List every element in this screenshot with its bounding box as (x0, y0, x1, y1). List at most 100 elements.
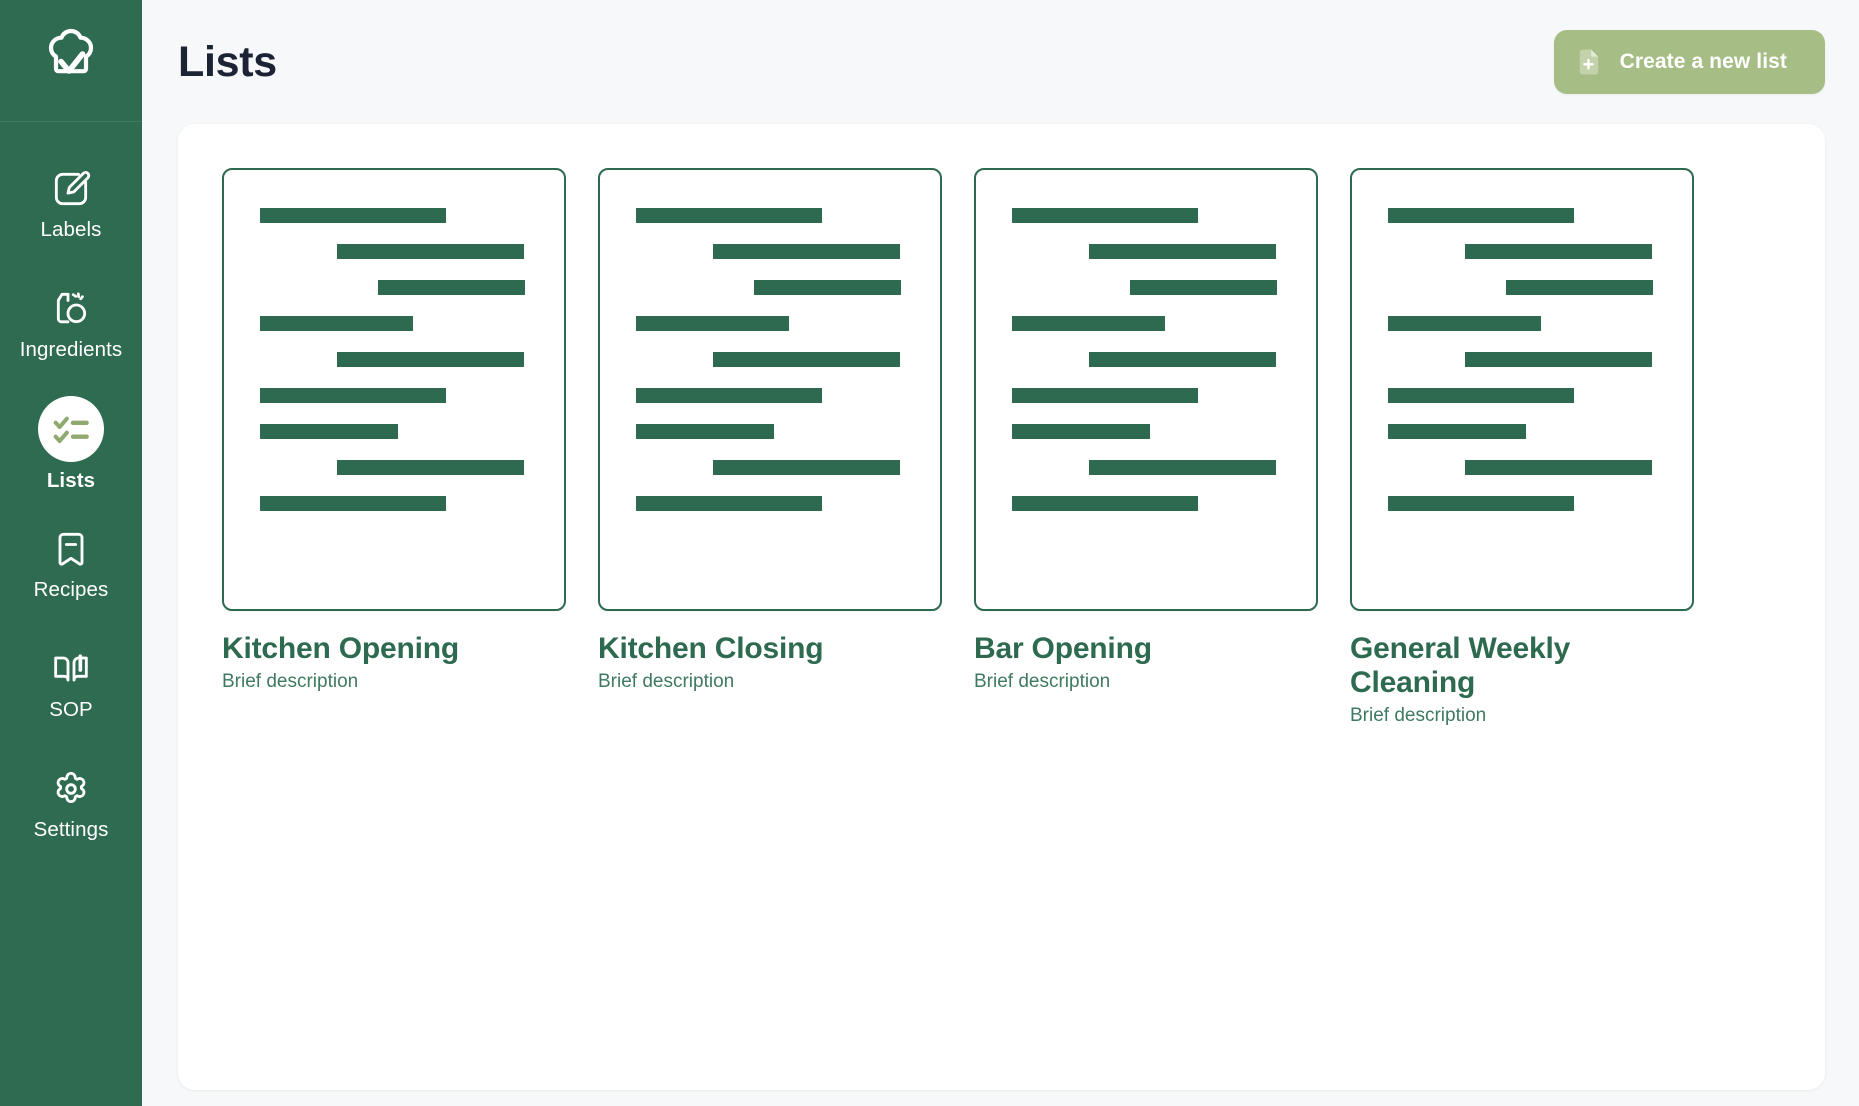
sidebar-item-labels[interactable]: Labels (0, 144, 142, 264)
list-card-title: Kitchen Closing (598, 632, 824, 665)
preview-bar-row (1352, 208, 1692, 223)
preview-bar-row (1352, 352, 1692, 367)
page-title: Lists (178, 37, 277, 86)
sidebar-item-settings[interactable]: Settings (0, 744, 142, 864)
list-preview-document (598, 168, 942, 611)
preview-bar-row (1352, 424, 1692, 439)
sidebar-item-label: Labels (40, 218, 102, 242)
list-card-description: Brief description (1350, 704, 1487, 726)
preview-bar-row (976, 424, 1316, 439)
preview-bar (754, 280, 901, 295)
list-card-description: Brief description (974, 670, 1111, 692)
preview-bar (636, 424, 774, 439)
preview-bar-row (1352, 496, 1692, 511)
preview-bar-row (224, 352, 564, 367)
document-plus-icon (1572, 45, 1606, 79)
preview-bar (337, 460, 524, 475)
main-content: Lists Create a new list (142, 0, 1859, 1106)
preview-bar (713, 244, 900, 259)
lists-panel: Kitchen Opening Brief description (178, 124, 1825, 1090)
preview-bar (1388, 496, 1574, 511)
preview-bar-row (1352, 460, 1692, 475)
preview-bar-row (976, 316, 1316, 331)
list-card-title: Bar Opening (974, 632, 1152, 665)
sidebar-item-recipes[interactable]: Recipes (0, 504, 142, 624)
list-card[interactable]: Kitchen Closing Brief description (598, 168, 942, 728)
preview-bar-row (600, 496, 940, 511)
preview-bar-row (600, 244, 940, 259)
list-preview-document (222, 168, 566, 611)
preview-bar (260, 316, 413, 331)
list-preview-document (1350, 168, 1694, 611)
preview-bar-row (1352, 280, 1692, 295)
preview-bar (713, 460, 900, 475)
sidebar-item-label: SOP (49, 698, 93, 722)
preview-bar-row (224, 388, 564, 403)
preview-bar (636, 388, 822, 403)
list-card[interactable]: Kitchen Opening Brief description (222, 168, 566, 728)
preview-bar-row (224, 460, 564, 475)
list-card[interactable]: Bar Opening Brief description (974, 168, 1318, 728)
preview-bar-row (600, 352, 940, 367)
preview-bar (1130, 280, 1277, 295)
preview-bar-row (600, 388, 940, 403)
sidebar-item-sop[interactable]: SOP (0, 624, 142, 744)
open-book-icon (49, 647, 93, 691)
list-card-description: Brief description (598, 670, 735, 692)
preview-bar-row (600, 460, 940, 475)
chef-hat-check-icon (43, 27, 99, 94)
preview-bar (1388, 424, 1526, 439)
preview-bar-row (600, 424, 940, 439)
preview-bar (1012, 496, 1198, 511)
app-logo[interactable] (0, 0, 142, 122)
preview-bar (1089, 352, 1276, 367)
create-new-list-button[interactable]: Create a new list (1553, 30, 1825, 94)
page-header: Lists Create a new list (142, 0, 1859, 124)
preview-bar (1465, 460, 1652, 475)
preview-bar (378, 280, 525, 295)
preview-bar (1465, 244, 1652, 259)
checklist-icon (38, 396, 104, 463)
preview-bar (337, 352, 524, 367)
spray-bottle-icon (49, 287, 93, 331)
preview-bar-row (224, 244, 564, 259)
list-preview-document (974, 168, 1318, 611)
preview-bar-row (600, 208, 940, 223)
sidebar-item-label: Settings (33, 818, 109, 842)
list-card[interactable]: General Weekly Cleaning Brief descriptio… (1350, 168, 1694, 728)
preview-bar-row (976, 208, 1316, 223)
sidebar-item-lists[interactable]: Lists (0, 384, 142, 504)
preview-bar (337, 244, 524, 259)
preview-bar (636, 496, 822, 511)
sidebar-item-ingredients[interactable]: Ingredients (0, 264, 142, 384)
preview-bar-row (976, 460, 1316, 475)
list-card-description: Brief description (222, 670, 359, 692)
preview-bar (260, 496, 446, 511)
preview-bar (1388, 208, 1574, 223)
preview-bar-row (600, 316, 940, 331)
preview-bar (1388, 316, 1541, 331)
preview-bar-row (976, 388, 1316, 403)
preview-bar (260, 208, 446, 223)
bookmark-minus-icon (49, 527, 93, 571)
sidebar-item-label: Recipes (33, 578, 109, 602)
sidebar-item-label: Lists (46, 469, 96, 493)
preview-bar-row (976, 496, 1316, 511)
lists-grid: Kitchen Opening Brief description (178, 168, 1825, 728)
preview-bar-row (224, 316, 564, 331)
preview-bar (636, 316, 789, 331)
preview-bar-row (1352, 316, 1692, 331)
sidebar-item-label: Ingredients (19, 338, 123, 362)
preview-bar-row (1352, 388, 1692, 403)
create-new-list-label: Create a new list (1619, 50, 1787, 73)
preview-bar (260, 424, 398, 439)
preview-bar (1506, 280, 1653, 295)
preview-bar-row (224, 424, 564, 439)
preview-bar (1012, 424, 1150, 439)
preview-bar-row (1352, 244, 1692, 259)
gear-icon (49, 767, 93, 811)
preview-bar (1012, 316, 1165, 331)
list-card-title: General Weekly Cleaning (1350, 632, 1571, 699)
preview-bar (713, 352, 900, 367)
